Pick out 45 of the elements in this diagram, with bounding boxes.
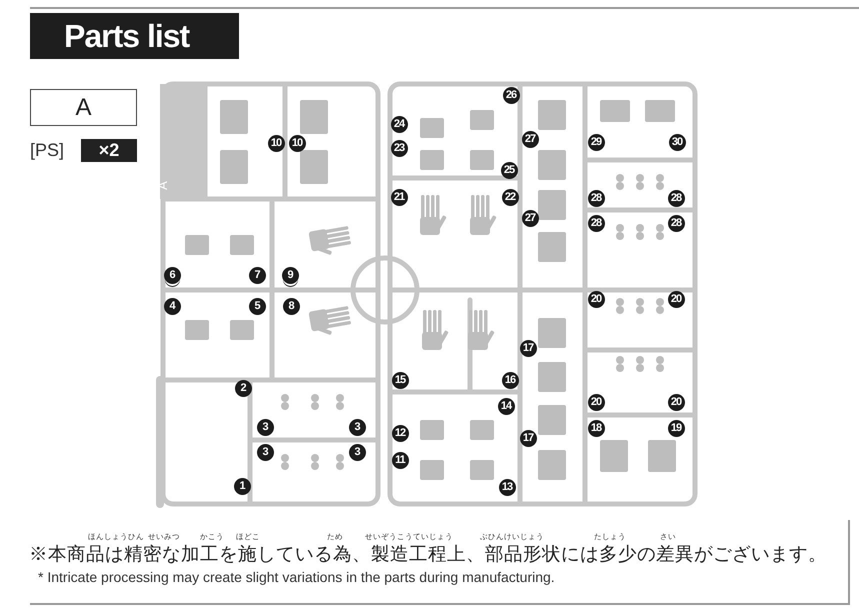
callout-number: 12 [392,424,408,442]
title: Parts list [30,13,239,59]
callout-number: 24 [390,116,408,132]
callout-number: 27 [522,130,538,148]
callout-number: 20 [588,394,604,410]
callout-number: 20 [668,290,684,308]
callout-number: 27 [522,210,538,226]
runner-letter-box: A [30,89,137,126]
callout-number: 30 [668,134,686,150]
quantity-badge: ×2 [81,139,137,162]
callout-number: 28 [668,214,684,232]
material-label: [PS] [30,140,64,161]
callout-number: 18 [588,420,604,436]
note-text: * Intricate processing may create slight variations in the parts during manufacturing. [38,569,555,585]
callout-number: 22 [502,188,518,206]
callout-number: 25 [500,162,518,178]
callout-number: 3 [348,444,366,460]
callout-number: 6 [164,266,180,284]
callout-number: 13 [498,478,516,496]
callout-number: 3 [348,418,366,436]
callout-number: 28 [668,190,684,206]
callout-number: 9 [282,266,298,284]
callout-number: 10 [268,134,284,152]
callout-number: 11 [392,452,408,468]
note-text: ※本商品は精密な加工を施している為、製造工程上、部品形状には多少の差異がございます。 [29,542,827,566]
callout-number: 16 [502,372,518,388]
callout-number: 5 [248,298,266,314]
callout-number: 26 [502,86,520,104]
callout-number: 19 [668,420,684,436]
callout-number: 14 [498,398,514,414]
callout-number: 8 [282,298,300,314]
callout-number: 7 [248,266,266,284]
callout-number: 10 [288,134,306,152]
callout-number: 3 [256,418,274,436]
callout-number: 20 [668,394,684,410]
callout-number: 15 [392,372,408,388]
callout-number: 4 [164,298,180,314]
callout-number: 20 [588,290,604,308]
callout-number: 29 [588,134,604,150]
callout-number: 23 [390,140,408,156]
callout-number: 28 [588,214,604,232]
callout-number: 28 [588,190,604,206]
callout-number: 1 [234,478,250,494]
callout-number: 21 [390,188,408,206]
callout-number: 3 [256,444,274,460]
